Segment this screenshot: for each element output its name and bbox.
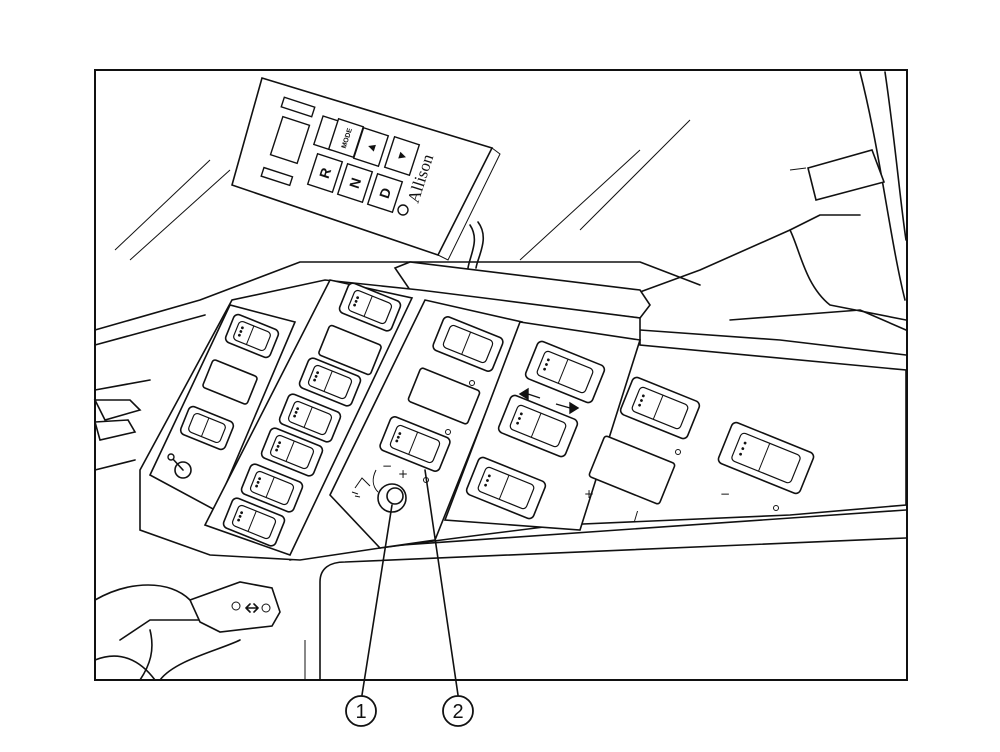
lamp-symbol-icon (351, 477, 371, 498)
switch-blank-plate (202, 359, 258, 405)
shift-key-grid: MODE ▲ ▼ R N D (260, 96, 421, 214)
reverse-key[interactable]: R (306, 152, 344, 194)
panel-markings: + − + / − (167, 380, 779, 633)
plus-mark-right: + (584, 487, 594, 501)
indicator-dot (445, 429, 451, 435)
rocker-switch[interactable] (379, 415, 452, 472)
rocker-switch[interactable] (222, 497, 286, 548)
switch-blank-plate (407, 367, 481, 425)
switch-blank-plate (318, 324, 382, 376)
drive-key[interactable]: D (366, 172, 404, 214)
rocker-switch[interactable] (717, 421, 815, 495)
down-arrow-key-label: ▼ (394, 148, 411, 164)
callout-1-number: 1 (355, 701, 366, 723)
neutral-key-label: N (346, 176, 364, 191)
rocker-switch[interactable] (465, 456, 547, 520)
slash-mark: / (634, 509, 639, 523)
rocker-switch[interactable] (298, 357, 362, 408)
rocker-switch-group (179, 282, 815, 548)
callout-1: 1 (345, 695, 377, 727)
callout-leader-2 (424, 469, 459, 696)
reverse-key-label: R (316, 166, 334, 181)
arrow-right-icon (555, 401, 580, 415)
rocker-switch[interactable] (338, 282, 402, 333)
arrow-left-icon (518, 387, 541, 401)
down-arrow-key[interactable]: ▼ (383, 135, 421, 177)
neutral-key[interactable]: N (336, 162, 374, 204)
differential-lock-icon[interactable] (188, 581, 281, 633)
rocker-switch[interactable] (497, 394, 579, 458)
rocker-switch[interactable] (432, 315, 505, 372)
indicator-dot (773, 505, 779, 511)
shifter-label-plate-top (280, 96, 316, 118)
callout-leaders (361, 469, 459, 696)
allison-logo-icon (397, 204, 409, 216)
callout-2: 2 (442, 695, 474, 727)
rocker-switch[interactable] (278, 393, 342, 444)
shifter-display-window (269, 115, 311, 165)
up-arrow-key-label: ▲ (363, 139, 380, 155)
dimmer-knob-icon[interactable] (372, 469, 407, 513)
switch-blank-plate (588, 435, 676, 505)
rocker-switch[interactable] (179, 405, 235, 451)
indicator-dot (469, 380, 475, 386)
rocker-switch[interactable] (224, 313, 280, 359)
rocker-switch[interactable] (524, 340, 606, 404)
rocker-switch[interactable] (260, 427, 324, 478)
rocker-switch[interactable] (619, 376, 701, 440)
shift-selector-pod: MODE ▲ ▼ R N D Allison (231, 76, 501, 269)
drive-key-label: D (376, 186, 394, 201)
callout-2-number: 2 (452, 701, 463, 723)
minus-mark-right: − (720, 487, 730, 501)
plus-mark-left: + (398, 467, 408, 481)
up-arrow-key[interactable]: ▲ (352, 126, 390, 168)
toggle-switch-icon[interactable] (167, 453, 192, 479)
minus-mark-left: − (382, 459, 392, 473)
callout-leader-1 (361, 504, 393, 696)
left-switch-panel (148, 304, 297, 512)
indicator-dot (675, 449, 681, 455)
rocker-switch[interactable] (240, 463, 304, 514)
mode-key[interactable]: MODE (327, 117, 365, 159)
shifter-label-plate-bottom (260, 166, 294, 187)
